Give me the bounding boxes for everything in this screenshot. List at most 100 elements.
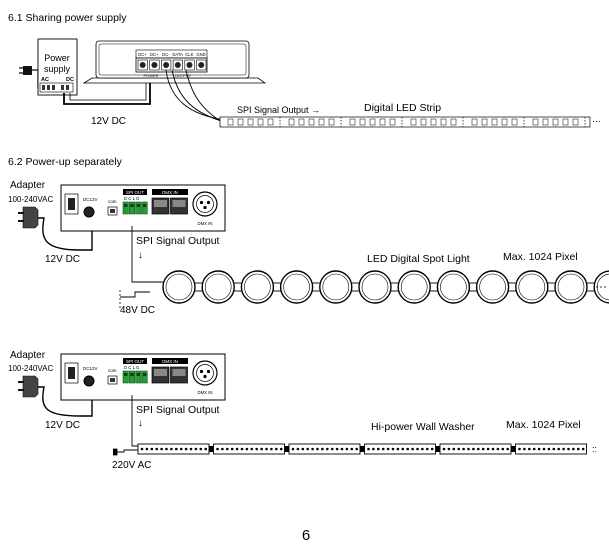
dmx-in-badge (152, 189, 188, 195)
spot-light-pixel (319, 270, 353, 304)
spot-light-pixel (162, 270, 196, 304)
strip-led (318, 118, 325, 126)
spi-pins-label: D C L G (124, 365, 140, 370)
dc-label: DC12V (83, 197, 98, 202)
wall-washer-bar (137, 443, 210, 455)
wall-washer-bar (515, 443, 587, 455)
screw-icon (163, 62, 170, 68)
svg-text:::: :: (592, 444, 597, 454)
s3-voltage-label: 12V DC (45, 420, 80, 431)
spot-light-pixel (358, 270, 392, 304)
strip-led (481, 118, 488, 126)
strip-led (257, 118, 264, 126)
spot-light-pixel (515, 270, 549, 304)
s1-voltage-label: 12V DC (91, 116, 126, 127)
s3-signal-arrow: ↓ (138, 418, 143, 429)
com-label: com (108, 368, 117, 373)
spi-terminal (141, 370, 148, 384)
s2-voltage-label: 12V DC (45, 254, 80, 265)
dc-label: DC12V (83, 366, 98, 371)
section1-title: 6.1 Sharing power supply (8, 12, 127, 24)
spi-terminal (129, 201, 136, 215)
strip-led (308, 118, 315, 126)
strip-led (491, 118, 498, 126)
psu-dc-label: DC (66, 77, 74, 83)
dmx-in-badge (152, 358, 188, 364)
screw-icon (151, 62, 158, 68)
strip-led (471, 118, 478, 126)
spot-light-pixel (475, 270, 510, 304)
s2-signal-wire (131, 226, 165, 283)
spi-out-label: SPI OUT (126, 190, 144, 195)
strip-led (298, 118, 305, 126)
terminal-sub-right: OUTPUT (175, 73, 192, 78)
strip-led (328, 118, 335, 126)
s1-signal-label: SPI Signal Output → (237, 105, 320, 115)
spi-out-label: SPI OUT (126, 359, 144, 364)
screw-icon (139, 62, 146, 68)
s3-adapter-range: 100-240VAC (8, 364, 53, 373)
spot-light-pixel (279, 270, 314, 304)
power-supply-unit (37, 38, 78, 96)
s3-supply-label: 220V AC (112, 460, 151, 471)
strip-led (430, 118, 437, 126)
terminal-label: GND (196, 52, 205, 57)
strip-led (410, 118, 417, 126)
s3-ac-plug-icon (113, 448, 118, 456)
strip-led (532, 118, 539, 126)
strip-led (379, 118, 386, 126)
s2-48v-wire (120, 291, 150, 298)
strip-label: Digital LED Strip (364, 102, 441, 114)
spot-light-pixel (554, 270, 588, 304)
strip-led (552, 118, 559, 126)
strip-led (440, 118, 447, 126)
led-spot-lights (162, 270, 609, 304)
wall-washer-bar (439, 443, 512, 455)
wall-washer-bar (288, 443, 361, 455)
s2-adapter-icon (18, 206, 93, 251)
strip-led (247, 118, 254, 126)
psu-label-line2: supply (44, 64, 71, 74)
spot-light-pixel (240, 270, 275, 304)
strip-led (450, 118, 457, 126)
s3-max-label: Max. 1024 Pixel (506, 419, 581, 431)
spot-light-pixel (436, 270, 471, 304)
screw-icon (174, 62, 181, 68)
dc-jack-icon (83, 206, 95, 218)
spi-pins-label: D C L G (124, 196, 140, 201)
svg-text:···: ··· (592, 116, 601, 126)
strip-led (420, 118, 427, 126)
strip-led (288, 118, 295, 126)
dc-wire (63, 74, 151, 105)
spi-out-badge (123, 189, 147, 195)
spot-light-pixel (397, 270, 431, 304)
s3-ac-wire (117, 449, 140, 453)
spi-terminal (135, 201, 142, 215)
strip-led (572, 118, 579, 126)
terminal-label: DC- (162, 52, 170, 57)
s3-adapter-label: Adapter (10, 350, 46, 361)
s3-signal-wire (131, 395, 140, 447)
svg-text:DMX IN: DMX IN (197, 390, 212, 395)
dc-jack-icon (83, 375, 95, 387)
terminal-sub-left: POWER (143, 73, 158, 78)
section2-title: 6.2 Power-up separately (8, 156, 123, 168)
wall-washer-bars: :: (137, 443, 597, 455)
terminal-label: DC+ (150, 52, 159, 57)
strip-led (501, 118, 508, 126)
s3-signal-label: SPI Signal Output (136, 404, 220, 416)
terminal-label: DC+ (138, 52, 147, 57)
page-number: 6 (302, 527, 310, 544)
dc-wire-2 (69, 74, 147, 101)
spi-terminal (122, 370, 129, 384)
spi-out-badge (123, 358, 147, 364)
s2-signal-arrow: ↓ (138, 250, 143, 261)
spi-terminal (129, 370, 136, 384)
com-label: com (108, 199, 117, 204)
spi-terminal (141, 201, 148, 215)
spot-light-label: LED Digital Spot Light (367, 253, 470, 265)
strip-led (349, 118, 356, 126)
svg-text:DMX IN: DMX IN (197, 221, 212, 226)
strip-led (511, 118, 518, 126)
